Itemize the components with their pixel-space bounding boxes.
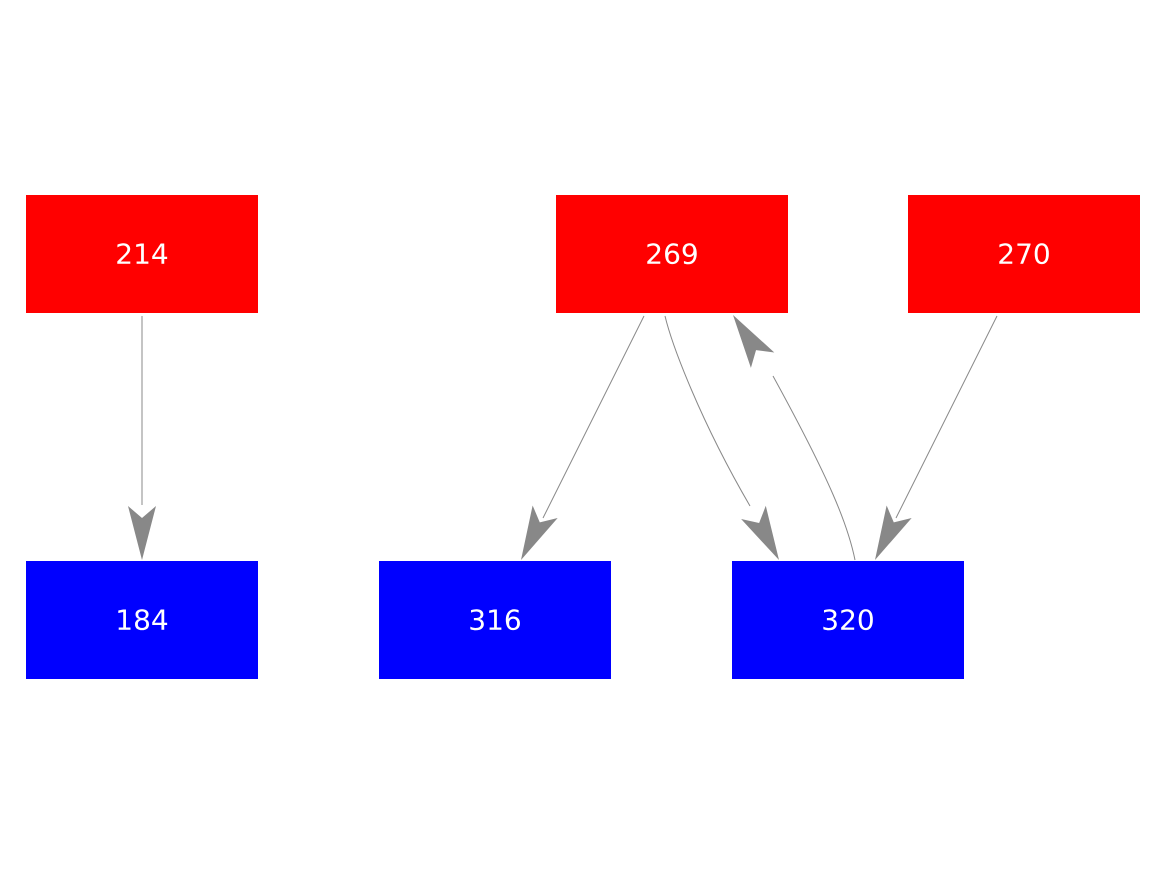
arrowhead-320-to-269	[733, 315, 775, 368]
edges-layer	[128, 315, 998, 561]
node-270[interactable]: 270	[908, 195, 1140, 313]
node-label: 184	[115, 604, 168, 637]
arrowhead-269-to-316	[521, 505, 558, 560]
node-316[interactable]: 316	[379, 561, 611, 679]
node-label: 316	[468, 604, 521, 637]
edge-269-to-320	[664, 315, 751, 507]
arrowhead-214-to-184	[128, 506, 156, 560]
nodes-layer: 214 269 270 184 316 320	[26, 195, 1140, 679]
edge-270-to-320	[895, 315, 998, 519]
node-label: 270	[997, 238, 1050, 271]
node-label: 320	[821, 604, 874, 637]
node-320[interactable]: 320	[732, 561, 964, 679]
edge-320-to-269	[772, 375, 856, 561]
edge-269-to-316	[542, 315, 645, 519]
node-184[interactable]: 184	[26, 561, 258, 679]
node-214[interactable]: 214	[26, 195, 258, 313]
node-269[interactable]: 269	[556, 195, 788, 313]
arrowhead-269-to-320	[741, 505, 779, 560]
node-label: 214	[115, 238, 168, 271]
arrowhead-270-to-320	[875, 505, 912, 560]
node-label: 269	[645, 238, 698, 271]
